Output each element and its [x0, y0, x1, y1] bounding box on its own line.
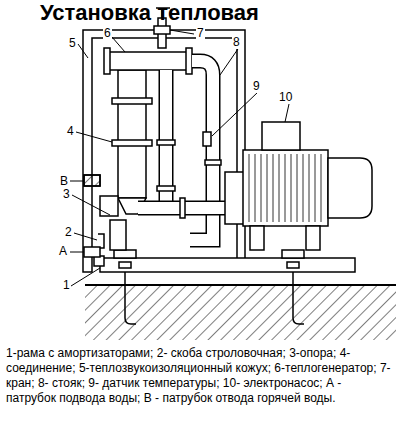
bottom-pipe	[180, 198, 185, 218]
nozzles	[84, 247, 100, 257]
callout-number: А	[58, 245, 68, 258]
frame	[282, 250, 304, 258]
leader-lines	[70, 30, 289, 286]
heat-generator	[100, 196, 118, 216]
leader-lines	[74, 233, 97, 240]
heat-generator	[186, 48, 192, 74]
caption: 1-рама с амортизаторами; 2- скоба строло…	[6, 346, 394, 406]
leader-lines	[112, 37, 125, 52]
nozzles	[84, 175, 100, 186]
frame	[287, 262, 299, 268]
callout-number: 5	[68, 37, 77, 50]
housing	[83, 30, 245, 272]
heat-generator	[104, 48, 110, 74]
leader-lines	[70, 252, 84, 253]
middle-pipe	[157, 186, 175, 191]
callout-number: 8	[232, 36, 241, 49]
foundation	[85, 285, 396, 340]
frame	[100, 258, 355, 272]
leader-lines	[285, 104, 289, 122]
heat-generator	[118, 70, 146, 198]
nozzles	[84, 175, 100, 186]
electric-pump	[250, 226, 264, 250]
support-and-bracket	[98, 220, 126, 250]
callout-number: 10	[278, 91, 293, 104]
leader-lines	[76, 132, 112, 142]
support-and-bracket	[110, 220, 126, 250]
heat-generator	[112, 140, 152, 146]
foundation	[85, 285, 396, 340]
frame	[119, 262, 131, 268]
callout-number: В	[59, 175, 69, 188]
foundation	[85, 284, 396, 286]
leader-lines	[220, 46, 240, 75]
heat-generator	[112, 98, 152, 104]
electric-pump	[306, 226, 320, 250]
middle-pipe	[157, 140, 175, 145]
housing	[83, 30, 245, 272]
electric-pump	[247, 154, 324, 222]
callout-number: 7	[196, 27, 205, 40]
frame	[293, 272, 304, 324]
valve	[154, 26, 170, 34]
middle-pipe	[157, 70, 175, 210]
callout-number: 1	[62, 279, 71, 292]
electric-pump	[225, 172, 245, 224]
callout-number: 2	[64, 226, 73, 239]
electric-pump	[328, 158, 372, 218]
stand-pipe	[205, 160, 221, 165]
leader-lines	[71, 268, 100, 286]
callout-number: 6	[103, 27, 112, 40]
callout-number: 3	[62, 188, 71, 201]
heat-generator	[108, 52, 188, 70]
leader-lines	[212, 92, 258, 136]
electric-pump	[243, 150, 328, 226]
callout-number: 9	[252, 80, 261, 93]
leader-lines	[170, 30, 194, 34]
heat-generator	[100, 48, 192, 216]
frame	[125, 272, 136, 324]
temperature-sensor	[203, 132, 211, 146]
frame	[114, 250, 136, 258]
callout-number: 4	[66, 125, 75, 138]
support-and-bracket	[98, 234, 104, 248]
nozzles	[84, 175, 100, 257]
electric-pump	[262, 122, 300, 150]
leader-lines	[72, 195, 110, 215]
leader-lines	[78, 44, 88, 58]
title: Установка тепловая	[40, 0, 259, 26]
electric-pump	[225, 122, 372, 250]
frame	[94, 250, 355, 324]
leader-lines	[70, 181, 84, 182]
temperature-sensor	[203, 132, 211, 146]
